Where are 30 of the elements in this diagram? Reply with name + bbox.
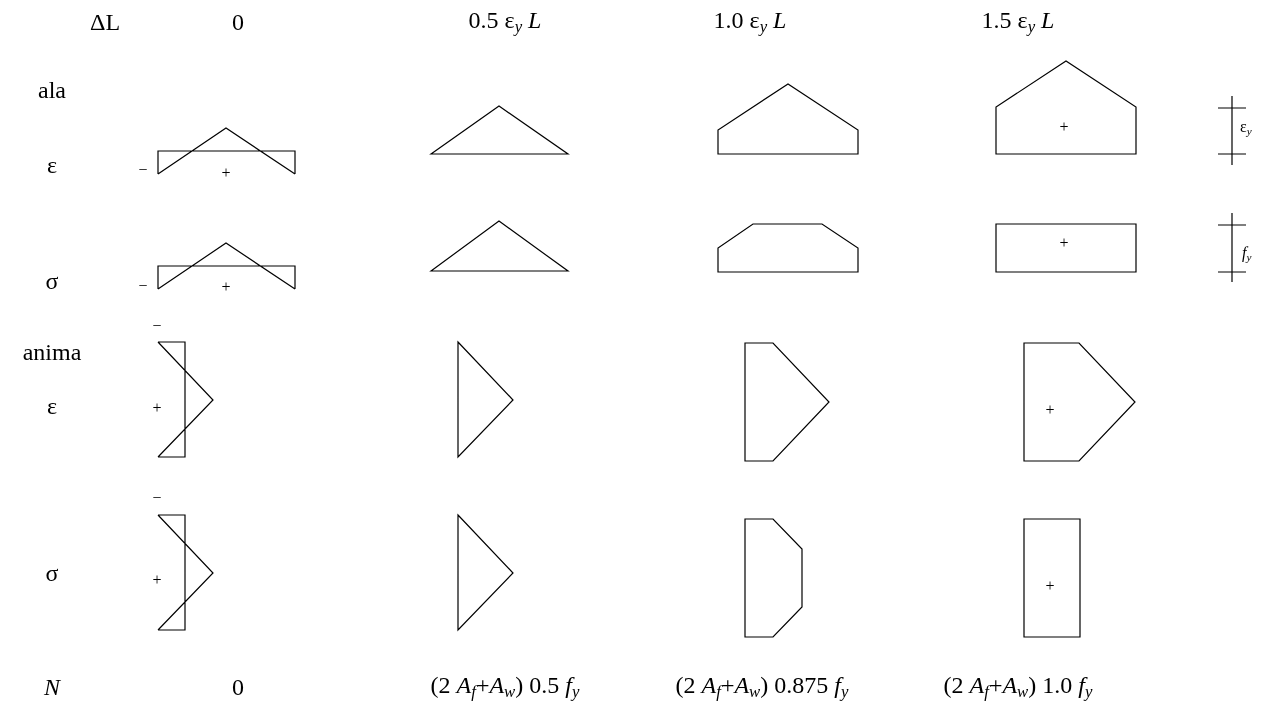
- column-heading: 1.0 ε$_{y}$ L: [713, 8, 787, 36]
- sign-mark: +: [1045, 402, 1055, 418]
- row-label: anima: [22, 340, 82, 364]
- scale-label: ε$_{y}$: [1240, 119, 1252, 137]
- column-heading: ΔL: [89, 10, 121, 34]
- sign-mark: +: [152, 400, 162, 416]
- axial-force-value: (2 A$_{f}$+A$_{w}$) 0.5 f$_{y}$: [430, 673, 580, 701]
- row-label: ε: [46, 394, 58, 418]
- sign-mark: −: [138, 162, 148, 178]
- axial-force-value: (2 A$_{f}$+A$_{w}$) 0.875 f$_{y}$: [675, 673, 849, 701]
- axial-force-value: 0: [232, 675, 244, 699]
- column-heading: 1.5 ε$_{y}$ L: [981, 8, 1055, 36]
- row-label: σ: [45, 269, 59, 293]
- row-label: ε: [46, 153, 58, 177]
- sign-mark: +: [1045, 578, 1055, 594]
- sign-mark: +: [1059, 119, 1069, 135]
- axial-force-value: (2 A$_{f}$+A$_{w}$) 1.0 f$_{y}$: [943, 673, 1093, 701]
- sign-mark: +: [1059, 235, 1069, 251]
- sign-mark: −: [152, 490, 162, 506]
- sign-mark: −: [138, 278, 148, 294]
- sign-mark: +: [221, 279, 231, 295]
- row-label: σ: [45, 561, 59, 585]
- sign-mark: −: [152, 318, 162, 334]
- sign-mark: +: [221, 165, 231, 181]
- scale-label: f$_{y}$: [1242, 245, 1252, 263]
- row-label: N: [44, 675, 60, 699]
- column-heading: 0: [232, 10, 244, 34]
- sign-mark: +: [152, 572, 162, 588]
- row-label: ala: [38, 78, 66, 102]
- column-heading: 0.5 ε$_{y}$ L: [468, 8, 542, 36]
